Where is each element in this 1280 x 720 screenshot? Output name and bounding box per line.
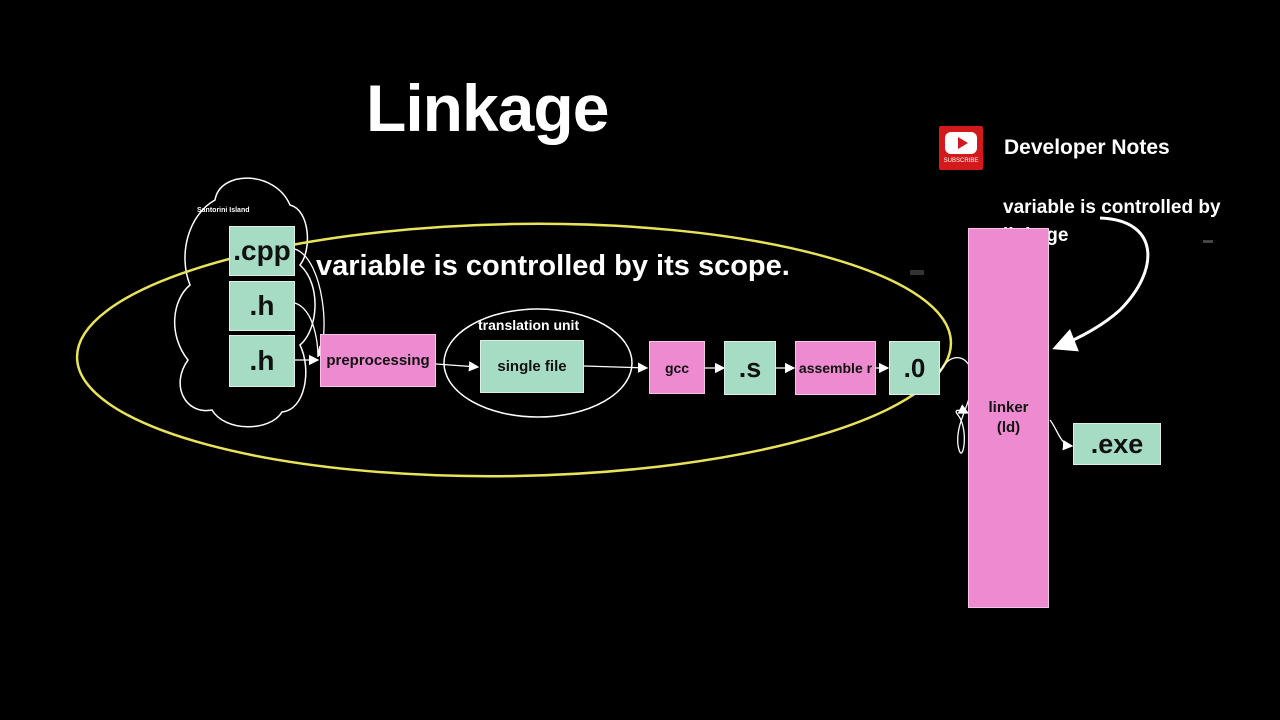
asm-file-box: .s [724,341,776,395]
translation-unit-ellipse [443,308,633,418]
object-file-box: .0 [889,341,940,395]
source-cpp: .cpp [229,226,295,276]
youtube-subscribe-icon[interactable]: SUBSCRIBE [939,126,983,170]
page-title: Linkage [366,71,609,145]
exe-box: .exe [1073,423,1161,465]
play-icon [945,132,977,154]
scope-caption: variable is controlled by its scope. [316,250,790,282]
subscribe-label: SUBSCRIBE [943,158,979,164]
gcc-box: gcc [649,341,705,394]
cloud-label: Santorini Island [197,207,250,214]
translation-unit-label: translation unit [478,317,580,333]
channel-name: Developer Notes [1004,136,1170,159]
scope-ellipse [75,222,953,478]
assembler-box: assemble r [795,341,876,395]
single-file-box: single file [480,340,584,393]
source-h-1: .h [229,281,295,331]
preprocessing-box: preprocessing [320,334,436,387]
source-h-2: .h [229,335,295,387]
cloud-shape [174,177,316,428]
linker-box: linker (ld) [968,228,1049,608]
